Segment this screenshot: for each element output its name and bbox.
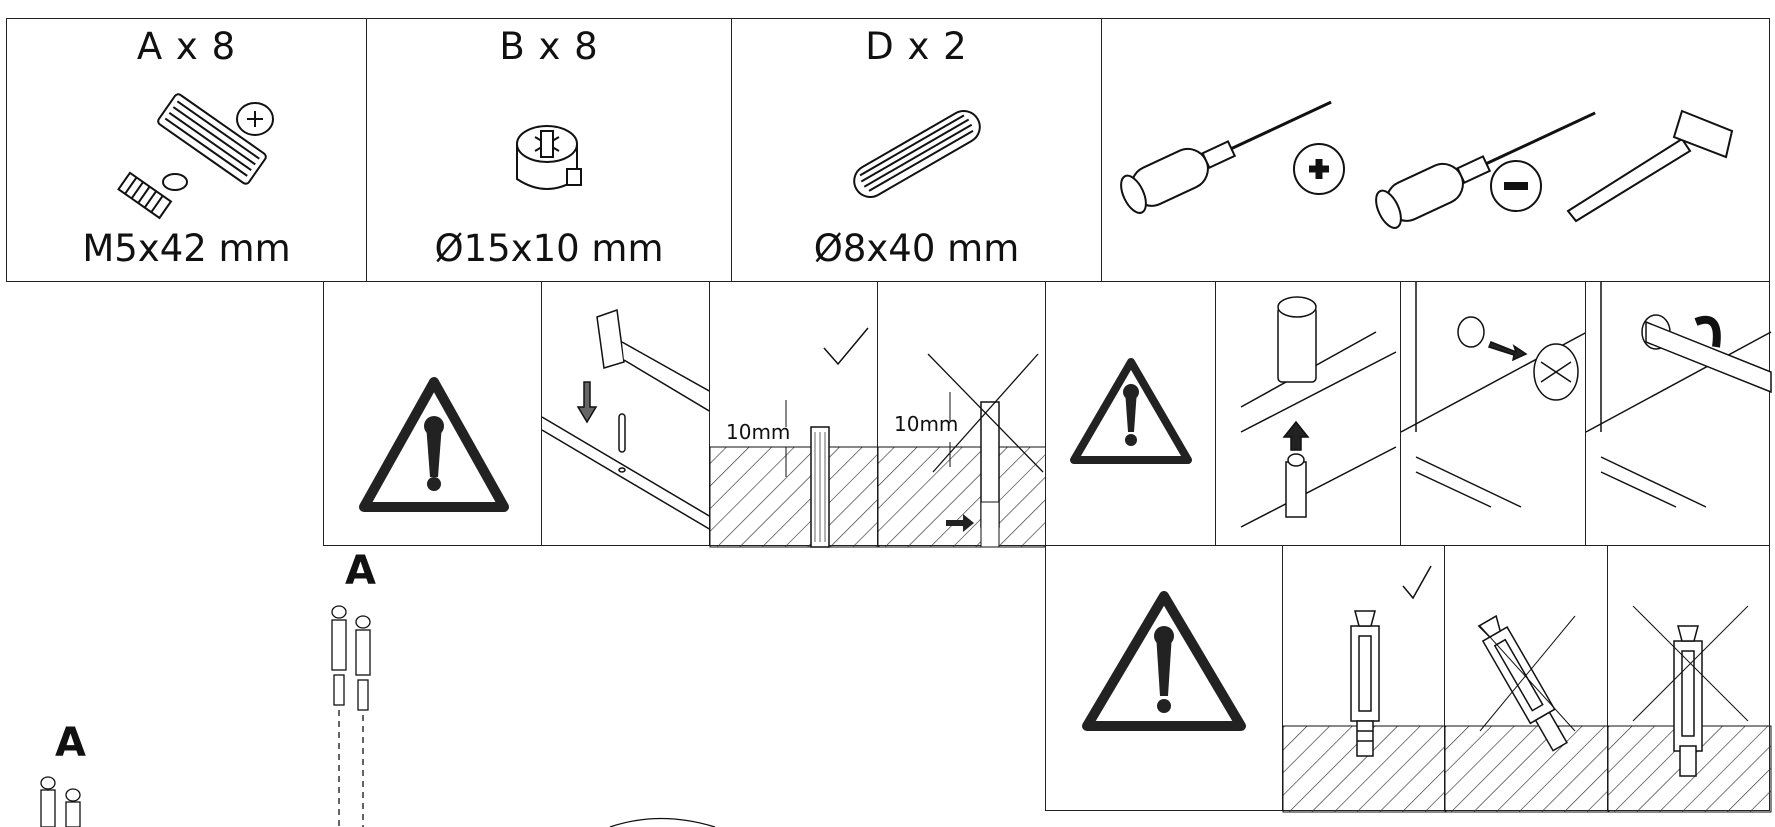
- tools-panel: [1101, 18, 1770, 282]
- part-d-label: D x 2: [865, 25, 968, 68]
- bolt-correct-drawing: [1282, 565, 1447, 813]
- part-d-panel: D x 2 Ø8x40 mm: [731, 18, 1102, 282]
- step-dowel-depth-correct: 10mm: [709, 281, 880, 548]
- warning-icon: [359, 377, 509, 512]
- warning-panel-3: [1045, 545, 1283, 811]
- part-a-panel: A x 8 M5x42 mm: [6, 18, 367, 282]
- part-a-callout-lower: A: [55, 720, 86, 766]
- cam-lock-icon: [516, 125, 582, 190]
- step-bolt-angle-wrong: [1444, 545, 1610, 813]
- step-insert-cam: [1400, 281, 1588, 546]
- step-insert-bolt: [1215, 281, 1401, 546]
- bolt-depth-wrong-drawing: [1607, 605, 1772, 813]
- hammer-dowel-drawing: [541, 308, 712, 531]
- hammer-icon: [1566, 109, 1734, 223]
- cam-bolt-icon: [117, 93, 274, 220]
- bolt-angle-wrong-drawing: [1444, 614, 1610, 813]
- part-b-label: B x 8: [499, 25, 599, 68]
- dowel-correct-drawing: [709, 327, 880, 548]
- part-a-label: A x 8: [136, 25, 237, 68]
- tools-drawing: [1120, 100, 1734, 229]
- dowel-depth-wrong-label: 10mm: [894, 412, 959, 436]
- step-bolt-depth-wrong: [1607, 545, 1772, 813]
- step-turn-cam: [1585, 281, 1772, 546]
- warning-panel-2: [1045, 281, 1216, 546]
- step-hammer-dowel: [541, 281, 712, 546]
- warning-icon: [1070, 358, 1192, 464]
- part-a-size: M5x42 mm: [82, 227, 291, 270]
- step-bolt-depth-correct: [1282, 545, 1447, 813]
- dowel-depth-correct-label: 10mm: [726, 420, 791, 444]
- part-a-callout-upper: A: [345, 548, 376, 594]
- part-b-panel: B x 8 Ø15x10 mm: [366, 18, 732, 282]
- insert-bolt-drawing: [1240, 296, 1397, 528]
- dowel-wrong-drawing: [877, 353, 1048, 548]
- warning-icon: [1082, 591, 1246, 731]
- flat-screwdriver-icon: [1375, 111, 1596, 229]
- insert-cam-drawing: [1400, 282, 1588, 508]
- warning-panel-1: [323, 281, 542, 546]
- dowel-icon: [853, 110, 981, 198]
- part-b-size: Ø15x10 mm: [434, 227, 664, 270]
- phillips-screwdriver-icon: [1120, 100, 1345, 214]
- part-d-size: Ø8x40 mm: [813, 227, 1020, 270]
- step-dowel-depth-wrong: 10mm: [877, 281, 1048, 548]
- turn-cam-drawing: [1585, 282, 1772, 508]
